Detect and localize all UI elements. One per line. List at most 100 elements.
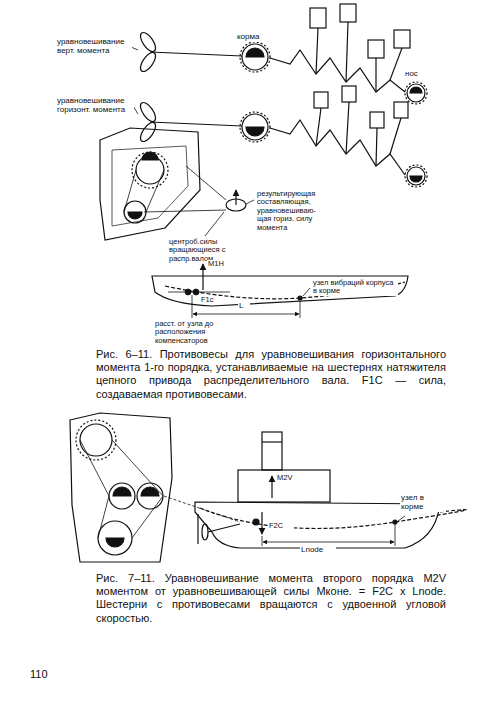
shaft — [150, 122, 242, 126]
callout-label: нос — [404, 70, 432, 79]
connecting-rod — [376, 128, 377, 166]
moment-arrow — [202, 264, 203, 290]
node-point — [298, 296, 302, 300]
leader-line — [246, 200, 254, 204]
illustration — [70, 4, 466, 562]
piston — [370, 112, 384, 128]
symbol-label: Lnode — [300, 546, 336, 555]
gear — [407, 167, 425, 185]
node-point — [298, 296, 302, 300]
dimension-line — [300, 301, 301, 318]
engine-block — [141, 487, 159, 496]
counterweight — [410, 176, 422, 182]
leader-line — [303, 288, 310, 296]
gear — [407, 84, 425, 102]
engine-block — [80, 424, 112, 456]
ship-hull — [262, 432, 282, 470]
connecting-rod — [346, 22, 348, 82]
moment-arrow — [202, 264, 203, 290]
propeller — [138, 30, 159, 144]
connecting-rod — [346, 102, 349, 154]
engine-block — [137, 483, 163, 509]
propeller — [208, 524, 240, 532]
callout-label: узел вибраций корпуса в корме — [312, 279, 398, 296]
piston — [394, 102, 408, 118]
propeller — [198, 514, 240, 544]
engine-block — [100, 128, 200, 240]
figure-caption: Рис. 7–11. Уравновешивание момента второ… — [96, 572, 446, 625]
dimension-line — [263, 542, 394, 543]
engine-block — [106, 538, 124, 547]
dimension-line — [193, 314, 299, 315]
engine-block — [132, 152, 168, 188]
moment-arrow — [271, 476, 272, 498]
page-number: 110 — [30, 668, 70, 680]
propeller — [197, 514, 198, 544]
leader-line — [144, 210, 226, 212]
force-arrow — [253, 512, 262, 534]
ship-hull — [238, 470, 330, 502]
force-resultant — [235, 190, 236, 205]
dimension-line — [262, 536, 263, 546]
propeller — [138, 100, 159, 124]
ship-hull — [195, 432, 440, 548]
leader-line — [205, 212, 224, 236]
propeller — [138, 30, 159, 54]
propeller — [138, 50, 159, 74]
engine-block — [76, 420, 116, 460]
callout-label: корма — [236, 33, 274, 42]
engine-block — [70, 413, 172, 562]
dimension-line — [192, 295, 193, 318]
symbol-label: L — [238, 302, 250, 311]
hull-outline — [152, 276, 408, 306]
dimension-line — [395, 524, 396, 546]
engine-block — [98, 521, 132, 555]
engine-block — [113, 487, 131, 496]
engine-block — [100, 128, 200, 240]
counterweight — [246, 48, 422, 182]
engine-block — [124, 170, 164, 212]
engine-block — [128, 212, 142, 219]
gear — [405, 82, 427, 104]
propeller — [202, 524, 208, 540]
engine-block — [124, 201, 146, 223]
engine-block — [70, 413, 172, 562]
connecting-rod — [375, 58, 376, 92]
piston — [310, 4, 410, 128]
shaft — [150, 52, 242, 126]
node-point — [393, 520, 397, 524]
propeller — [138, 120, 159, 144]
piston — [314, 92, 328, 108]
moment-arrow — [271, 476, 272, 498]
crankshaft — [270, 50, 405, 175]
figure-caption: Рис. 6–11. Противовесы для уравновешиван… — [96, 348, 446, 401]
gear — [240, 112, 270, 142]
piston — [394, 30, 410, 48]
piston — [342, 86, 356, 102]
gear — [405, 165, 427, 187]
crankshaft — [270, 50, 405, 92]
leader-line — [186, 166, 226, 200]
gear — [240, 42, 427, 187]
connecting-rod — [316, 108, 321, 146]
symbol-label: M1H — [207, 260, 233, 268]
leader-line — [398, 516, 405, 521]
shaft-line — [185, 289, 191, 295]
engine-block — [109, 483, 135, 509]
gear — [242, 114, 268, 140]
connecting-rod — [390, 118, 401, 154]
node-point — [393, 520, 397, 524]
gear — [242, 44, 268, 70]
piston — [368, 40, 384, 58]
shaft-line — [193, 289, 199, 295]
leader-line — [131, 47, 138, 50]
leader-line — [398, 516, 405, 521]
callout-label: узел в корме — [400, 494, 446, 512]
crankshaft — [270, 120, 405, 175]
connecting-rod — [316, 28, 318, 74]
hull-outline — [152, 276, 408, 306]
callout-label: расст. от узла до расположения компенсат… — [154, 320, 248, 345]
piston — [340, 4, 356, 22]
callout-label: результирующая составляющая, уравновешив… — [256, 190, 330, 232]
connecting-rod — [390, 48, 402, 80]
